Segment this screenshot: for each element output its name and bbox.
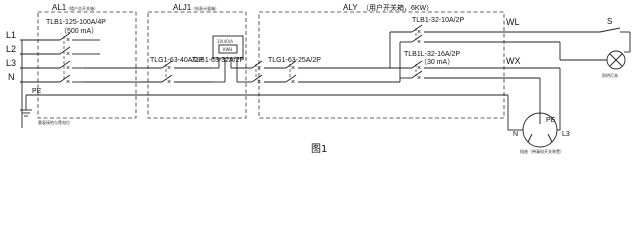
breaker-b3-symbol: × × [285,60,400,86]
breaker-b3-label: TLG1-63-25A/2P [268,57,321,64]
pe-label: PE [32,88,42,95]
breaker-b5-rating: （30 mA） [420,58,454,66]
line-label-l2: L2 [6,44,16,54]
diagram-canvas: AL1 （楼户总开关箱） ALJ1 （电表计量箱） ALY （用户开关箱，6KW… [6,3,631,155]
svg-text:×: × [291,65,295,72]
svg-text:×: × [257,65,261,72]
pe-conductor [20,40,508,128]
al1-output-wires [84,39,162,83]
svg-text:×: × [417,29,421,36]
svg-text:×: × [66,51,70,58]
meter-label: KWH [223,47,232,52]
panel-aly-subtitle: （用户开关箱，6KW） [362,3,433,12]
breaker-b2-symbol: × × [251,60,286,86]
lamp-icon [559,42,626,70]
panel-aly-name: ALY [343,3,358,12]
main-breaker-rating: （500 mA） [60,27,98,35]
svg-text:×: × [167,65,171,72]
breaker-b5-symbol: × × [411,60,560,82]
aly-branch-bus [389,31,412,82]
svg-text:×: × [417,75,421,82]
panel-alj1-frame [147,11,247,119]
panel-alj1-name: ALJ1 [173,3,192,12]
panel-alj1-note: （电表计量箱） [191,5,219,11]
breaker-b4-symbol: × × [411,24,600,46]
socket-icon [507,68,561,148]
output-wx-label: WX [506,56,521,66]
svg-text:×: × [66,79,70,86]
panel-aly-frame [258,11,505,119]
meter-reading: 10(40)A [217,39,233,44]
main-breaker-symbol: × × × × [59,32,84,86]
figure-caption: 图1 [311,143,327,155]
socket-l3-label: L3 [562,131,570,138]
breaker-b4-label: TLB1-32-10A/2P [412,17,464,24]
svg-text:×: × [167,79,171,86]
kwh-meter [212,35,244,83]
svg-text:×: × [66,37,70,44]
line-label-l3: L3 [6,58,16,68]
svg-text:×: × [257,79,261,86]
main-breaker-model: TLB1-125-100A/4P [46,19,106,26]
svg-text:×: × [417,65,421,72]
line-label-l1: L1 [6,30,16,40]
socket-caption: 插座（带漏电开关装置） [520,148,564,154]
breaker-b5-model: TLB1L-32-16A/2P [404,51,460,58]
breaker-b1-label: TLG1-63-40A/2P [150,57,203,64]
svg-text:×: × [417,39,421,46]
incoming-wires [20,39,60,83]
panel-al1-name: AL1 [52,3,67,12]
switch-label: S [607,17,612,26]
light-switch [599,27,631,53]
output-wl-label: WL [506,17,520,27]
panel-al1-frame [37,11,137,119]
lamp-label: 照明灯具 [602,72,618,78]
breaker-b2-label: TLB1-63-32A/2P [192,57,244,64]
breaker-b1-symbol: × × [161,60,212,86]
earth-note: 重复接地与等电位 [38,119,70,125]
svg-text:×: × [66,65,70,72]
panel-al1-note: （楼户总开关箱） [66,5,98,11]
wiring-diagram: AL1 （楼户总开关箱） ALJ1 （电表计量箱） ALY （用户开关箱，6KW… [6,3,631,155]
svg-text:×: × [291,79,295,86]
socket-pe-label: PE [546,117,556,124]
socket-n-label: N [513,131,518,138]
line-label-n: N [8,72,15,82]
